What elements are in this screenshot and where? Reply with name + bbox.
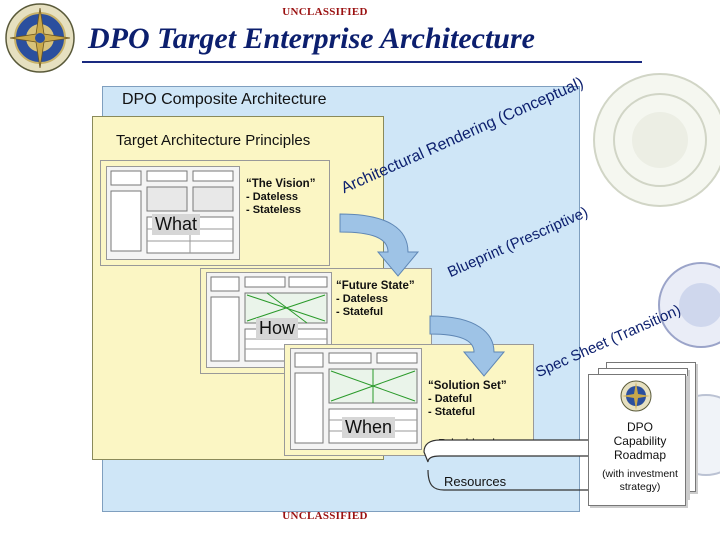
agency-seal-logo — [4, 2, 76, 74]
vision-callout-title: “The Vision” — [246, 178, 316, 190]
faded-seal-decoration — [590, 70, 720, 210]
composite-architecture-label: DPO Composite Architecture — [122, 91, 327, 108]
roadmap-card-front — [588, 374, 686, 506]
roadmap-title-line: Capability — [613, 434, 667, 448]
faded-seal-decoration — [656, 250, 720, 360]
roadmap-arrow — [423, 430, 614, 466]
future-state-callout-title: “Future State” — [336, 280, 415, 292]
roadmap-seal-icon — [620, 380, 652, 412]
solution-set-callout-line: - Stateful — [428, 406, 476, 418]
vision-callout-line: - Stateless — [246, 204, 302, 216]
roadmap-title-line: DPO — [626, 420, 653, 434]
resources-label: Resources — [444, 474, 507, 489]
vision-callout: “The Vision” - Dateless - Stateless — [246, 178, 346, 217]
solution-set-callout-line: - Dateful — [428, 393, 472, 405]
stage-word-when: When — [342, 417, 396, 438]
roadmap-subtitle-line: (with investment — [602, 468, 678, 480]
vision-callout-line: - Dateless — [246, 191, 298, 203]
thumbnail-diagram — [290, 348, 422, 450]
resources-arrow — [427, 453, 612, 491]
principles-label: Target Architecture Principles — [116, 132, 311, 149]
solution-set-callout-title: “Solution Set” — [428, 380, 507, 392]
roadmap-title-line: Roadmap — [613, 448, 667, 462]
page-title: DPO Target Enterprise Architecture — [88, 22, 535, 55]
stage-word-what: What — [152, 214, 201, 235]
curved-arrow — [429, 315, 506, 377]
future-state-callout: “Future State” - Dateless - Stateful — [336, 280, 436, 319]
classification-top: UNCLASSIFIED — [282, 6, 368, 18]
solution-set-callout: “Solution Set” - Dateful - Stateful — [428, 380, 528, 419]
title-underline — [82, 61, 642, 63]
curved-arrow — [339, 213, 420, 277]
stage-word-how: How — [256, 318, 299, 339]
roadmap-subtitle-line: strategy) — [619, 481, 661, 493]
future-state-callout-line: - Stateful — [336, 306, 384, 318]
classification-bottom: UNCLASSIFIED — [282, 510, 368, 522]
roadmap-title: DPO Capability Roadmap — [588, 420, 692, 462]
future-state-callout-line: - Dateless — [336, 293, 388, 305]
roadmap-subtitle: (with investment strategy) — [584, 468, 696, 494]
